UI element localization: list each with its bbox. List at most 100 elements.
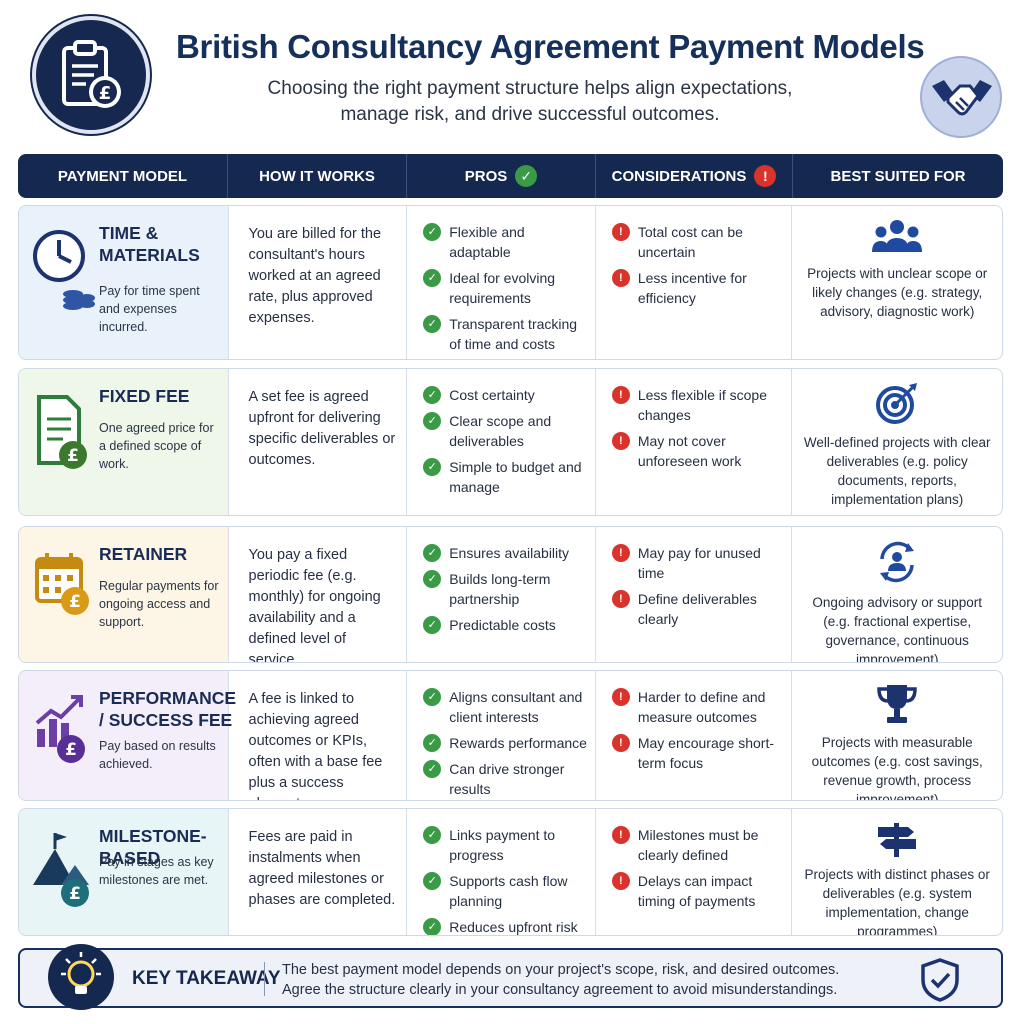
best-suited-cell: Ongoing advisory or support (e.g. fracti… xyxy=(792,527,1002,662)
warning-icon: ! xyxy=(611,734,630,752)
table-row: £ FIXED FEE One agreed price for a defin… xyxy=(18,368,1003,516)
consideration-item: ! May not cover unforeseen work xyxy=(611,431,786,471)
check-circle-icon: ✓ xyxy=(423,688,442,706)
pro-item: ✓ Cost certainty xyxy=(423,385,589,405)
model-name: FIXED FEE xyxy=(99,386,190,406)
column-header-works: HOW IT WORKS xyxy=(228,154,407,198)
handshake-icon xyxy=(920,56,1002,138)
how-it-works-cell: You pay a fixed periodic fee (e.g. month… xyxy=(229,527,408,662)
check-circle-icon: ✓ xyxy=(423,734,442,752)
pro-text: Clear scope and deliverables xyxy=(449,413,552,449)
signpost-icon xyxy=(800,821,994,857)
warning-icon: ! xyxy=(611,688,630,706)
how-it-works-cell: You are billed for the consultant's hour… xyxy=(229,206,408,359)
consideration-text: Harder to define and measure outcomes xyxy=(637,689,766,725)
pro-item: ✓Rewards performance xyxy=(423,733,589,753)
table-row: TIME & MATERIALS Pay for time spent and … xyxy=(18,205,1003,360)
how-it-works-cell: Fees are paid in instalments when agreed… xyxy=(229,809,408,935)
check-circle-icon: ✓ xyxy=(423,918,442,935)
warning-icon: ! xyxy=(611,432,630,450)
consideration-item: !Delays can impact timing of payments xyxy=(611,871,786,911)
table-header: PAYMENT MODEL HOW IT WORKS PROS ✓ CONSID… xyxy=(18,154,1003,198)
best-suited-cell: Well-defined projects with clear deliver… xyxy=(792,369,1002,515)
consideration-text: Total cost can be uncertain xyxy=(637,224,743,260)
svg-text:£: £ xyxy=(65,740,77,760)
pros-cell: ✓ Cost certainty ✓Clear scope and delivera… xyxy=(407,369,596,515)
check-circle-icon: ✓ xyxy=(423,386,442,404)
takeaway-line-2: Agree the structure clearly in your cons… xyxy=(282,982,838,998)
payment-model-cell: £ FIXED FEE One agreed price for a defin… xyxy=(19,369,229,515)
consideration-item: !Define deliverables clearly xyxy=(611,589,786,629)
consideration-text: May not cover unforeseen work xyxy=(637,433,742,469)
takeaway-title: KEY TAKEAWAY xyxy=(132,968,281,989)
payment-model-cell: £ RETAINER Regular payments for ongoing … xyxy=(19,527,229,662)
lightbulb-icon xyxy=(48,944,114,1010)
payment-model-cell: £ PERFORMANCE / SUCCESS FEE Pay based on… xyxy=(19,671,236,800)
document-pound-icon: £ xyxy=(31,391,95,471)
consideration-text: May encourage short-term focus xyxy=(637,735,775,771)
how-it-works-cell: A fee is linked to achieving agreed outc… xyxy=(229,671,408,800)
consideration-text: Delays can impact timing of payments xyxy=(637,873,756,909)
column-label: PAYMENT MODEL xyxy=(57,167,188,185)
model-description: One agreed price for a defined scope of … xyxy=(99,421,214,471)
considerations-cell: ! May pay for unused time !Define delivera… xyxy=(596,527,793,662)
consideration-item: ! Less incentive for efficiency xyxy=(611,268,786,308)
pro-item: ✓Links payment to progress xyxy=(423,825,589,865)
column-label: PROS xyxy=(464,167,508,185)
svg-text:£: £ xyxy=(99,83,112,104)
consideration-text: Define deliverables clearly xyxy=(637,591,757,627)
consideration-text: May pay for unused time xyxy=(637,545,761,581)
considerations-cell: !Milestones must be clearly defined !Dela… xyxy=(596,809,793,935)
pro-text: Ideal for evolving requirements xyxy=(449,270,556,306)
check-circle-icon: ✓ xyxy=(423,269,442,287)
consideration-item: !Less flexible if scope changes xyxy=(611,385,786,425)
model-description: Pay in stages as key milestones are met. xyxy=(99,855,214,887)
best-suited-text: Well-defined projects with clear deliver… xyxy=(803,435,991,507)
pro-text: Ensures availability xyxy=(449,545,570,561)
takeaway-text: The best payment model depends on your p… xyxy=(282,960,839,1000)
pro-item: ✓Simple to budget and manage xyxy=(423,457,589,497)
growth-chart-icon: £ xyxy=(31,693,95,773)
best-suited-cell: Projects with distinct phases or deliver… xyxy=(792,809,1002,935)
pro-item: ✓Clear scope and deliverables xyxy=(423,411,589,451)
divider xyxy=(264,962,265,996)
considerations-cell: !Less flexible if scope changes! May not … xyxy=(596,369,793,515)
check-circle-icon: ✓ xyxy=(515,165,538,187)
pro-item: ✓Supports cash flow planning xyxy=(423,871,589,911)
pro-text: Aligns consultant and client interests xyxy=(449,689,583,725)
person-cycle-icon xyxy=(800,539,994,585)
svg-text:£: £ xyxy=(69,592,81,612)
pros-cell: ✓Flexible and adaptable ✓ Ideal for evolvi… xyxy=(407,206,596,359)
pro-item: ✓Can drive stronger results xyxy=(423,759,589,799)
trophy-icon xyxy=(800,683,994,725)
warning-icon: ! xyxy=(611,544,630,562)
column-header-best: BEST SUITED FOR xyxy=(793,154,1003,198)
check-circle-icon: ✓ xyxy=(423,544,442,562)
warning-icon: ! xyxy=(754,165,777,187)
best-suited-cell: Projects with unclear scope or likely ch… xyxy=(792,206,1002,359)
pros-cell: ✓ Aligns consultant and client interests ✓… xyxy=(407,671,596,800)
consideration-item: ! Harder to define and measure outcomes xyxy=(611,687,786,727)
pro-text: Links payment to progress xyxy=(449,827,556,863)
best-suited-cell: Projects with measurable outcomes (e.g. … xyxy=(792,671,1002,800)
consideration-item: ! May encourage short-term focus xyxy=(611,733,786,773)
pro-item: ✓Flexible and adaptable xyxy=(423,222,589,262)
pro-item: ✓Builds long-term partnership xyxy=(423,569,589,609)
pros-cell: ✓ Ensures availability ✓Builds long-term p… xyxy=(407,527,596,662)
svg-text:£: £ xyxy=(67,446,79,466)
pro-text: Cost certainty xyxy=(449,387,535,403)
pro-item: ✓Reduces upfront risk xyxy=(423,917,589,935)
consideration-text: Less incentive for efficiency xyxy=(637,270,747,306)
warning-icon: ! xyxy=(611,269,630,287)
consideration-item: !Milestones must be clearly defined xyxy=(611,825,786,865)
model-name: PERFORMANCE / SUCCESS FEE xyxy=(99,688,237,730)
model-name: TIME & MATERIALS xyxy=(99,223,200,265)
clock-coins-icon xyxy=(31,228,95,310)
check-circle-icon: ✓ xyxy=(423,872,442,890)
calendar-pound-icon: £ xyxy=(31,549,95,629)
considerations-cell: ! Total cost can be uncertain ! Less incent… xyxy=(596,206,793,359)
check-circle-icon: ✓ xyxy=(423,760,442,778)
pros-cell: ✓Links payment to progress✓Supports cash… xyxy=(407,809,596,935)
pro-text: Flexible and adaptable xyxy=(449,224,525,260)
pro-text: Simple to budget and manage xyxy=(449,459,582,495)
